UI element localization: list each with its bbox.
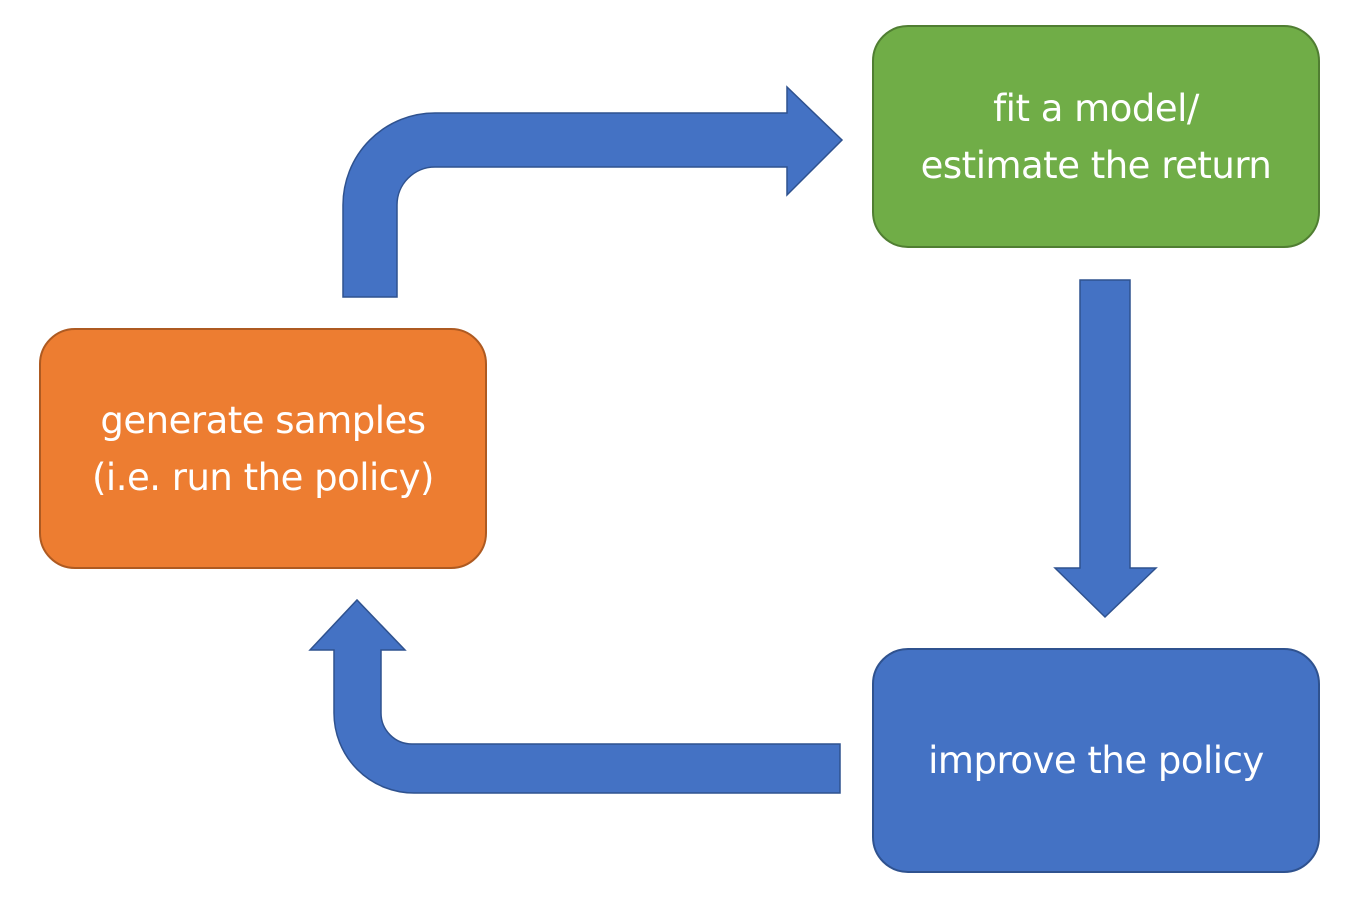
node-fit-line-2: estimate the return: [920, 143, 1272, 187]
arrow-improve-to-generate: [308, 598, 841, 794]
node-generate-line-1: generate samples: [100, 398, 426, 442]
node-improve-line-1: improve the policy: [928, 739, 1264, 782]
node-improve-policy: improve the policy: [872, 648, 1320, 873]
node-fit-line-1: fit a model/: [993, 86, 1199, 130]
arrow-generate-to-fit: [342, 85, 844, 298]
node-generate-line-2: (i.e. run the policy): [92, 455, 434, 499]
arrow-fit-to-improve: [1053, 279, 1158, 619]
node-fit-model: fit a model/ estimate the return: [872, 25, 1320, 248]
node-generate-samples: generate samples (i.e. run the policy): [39, 328, 487, 569]
